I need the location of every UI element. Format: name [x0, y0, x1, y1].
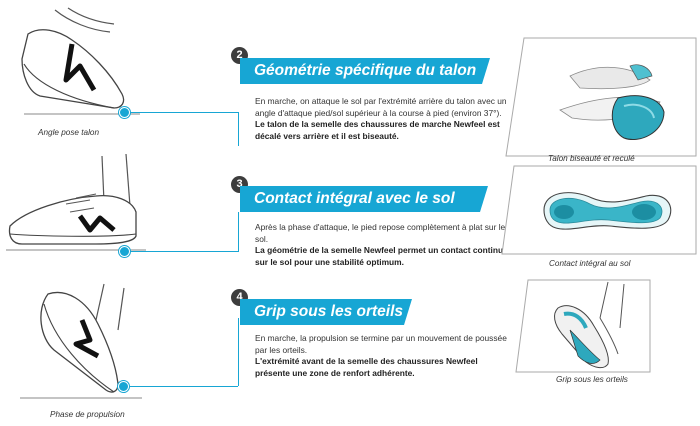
propulsion-illustration	[14, 280, 144, 408]
left-caption-heel: Angle pose talon	[38, 128, 99, 137]
right-caption-grip: Grip sous les orteils	[556, 375, 628, 384]
section-title: Contact intégral avec le sol	[240, 186, 488, 212]
section-title: Géométrie spécifique du talon	[240, 58, 490, 84]
full-contact-sole-panel	[500, 165, 700, 266]
flat-contact-marker	[119, 246, 130, 257]
heel-sole-panel	[500, 36, 700, 166]
heel-contact-marker	[119, 107, 130, 118]
heel-strike-illustration	[10, 4, 140, 124]
section-description: Après la phase d'attaque, le pied repose…	[255, 222, 506, 267]
left-caption-propulsion: Phase de propulsion	[50, 410, 125, 419]
section-description: En marche, on attaque le sol par l'extré…	[255, 96, 507, 141]
toe-grip-panel	[514, 278, 700, 388]
right-caption-heel: Talon biseauté et reculé	[548, 154, 635, 163]
section-title: Grip sous les orteils	[240, 299, 412, 325]
right-caption-contact: Contact intégral au sol	[549, 259, 631, 268]
section-description: En marche, la propulsion se termine par …	[255, 333, 507, 378]
toe-contact-marker	[118, 381, 129, 392]
